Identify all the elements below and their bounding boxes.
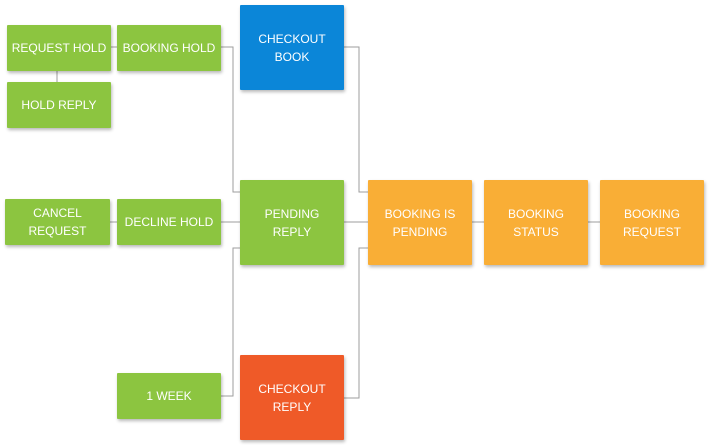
node-request-hold[interactable]: REQUEST HOLD xyxy=(7,25,111,71)
connector-checkout-book-to-booking-pending xyxy=(344,46,368,193)
node-booking-status[interactable]: BOOKING STATUS xyxy=(484,180,588,265)
node-cancel-request[interactable]: CANCEL REQUEST xyxy=(5,199,110,245)
node-pending-reply[interactable]: PENDING REPLY xyxy=(240,180,344,265)
node-decline-hold[interactable]: DECLINE HOLD xyxy=(117,199,221,245)
node-checkout-book[interactable]: CHECKOUT BOOK xyxy=(240,5,344,90)
node-booking-is-pending[interactable]: BOOKING IS PENDING xyxy=(368,180,472,265)
node-one-week[interactable]: 1 WEEK xyxy=(117,373,221,419)
node-booking-request[interactable]: BOOKING REQUEST xyxy=(600,180,704,265)
connector-checkout-reply-to-booking-pending xyxy=(344,247,368,399)
node-booking-hold[interactable]: BOOKING HOLD xyxy=(117,25,221,71)
node-checkout-reply[interactable]: CHECKOUT REPLY xyxy=(240,355,344,440)
connector-booking-hold-to-pending-reply xyxy=(221,46,240,193)
node-hold-reply[interactable]: HOLD REPLY xyxy=(7,82,111,128)
connector-one-week-to-pending-reply xyxy=(221,247,240,397)
